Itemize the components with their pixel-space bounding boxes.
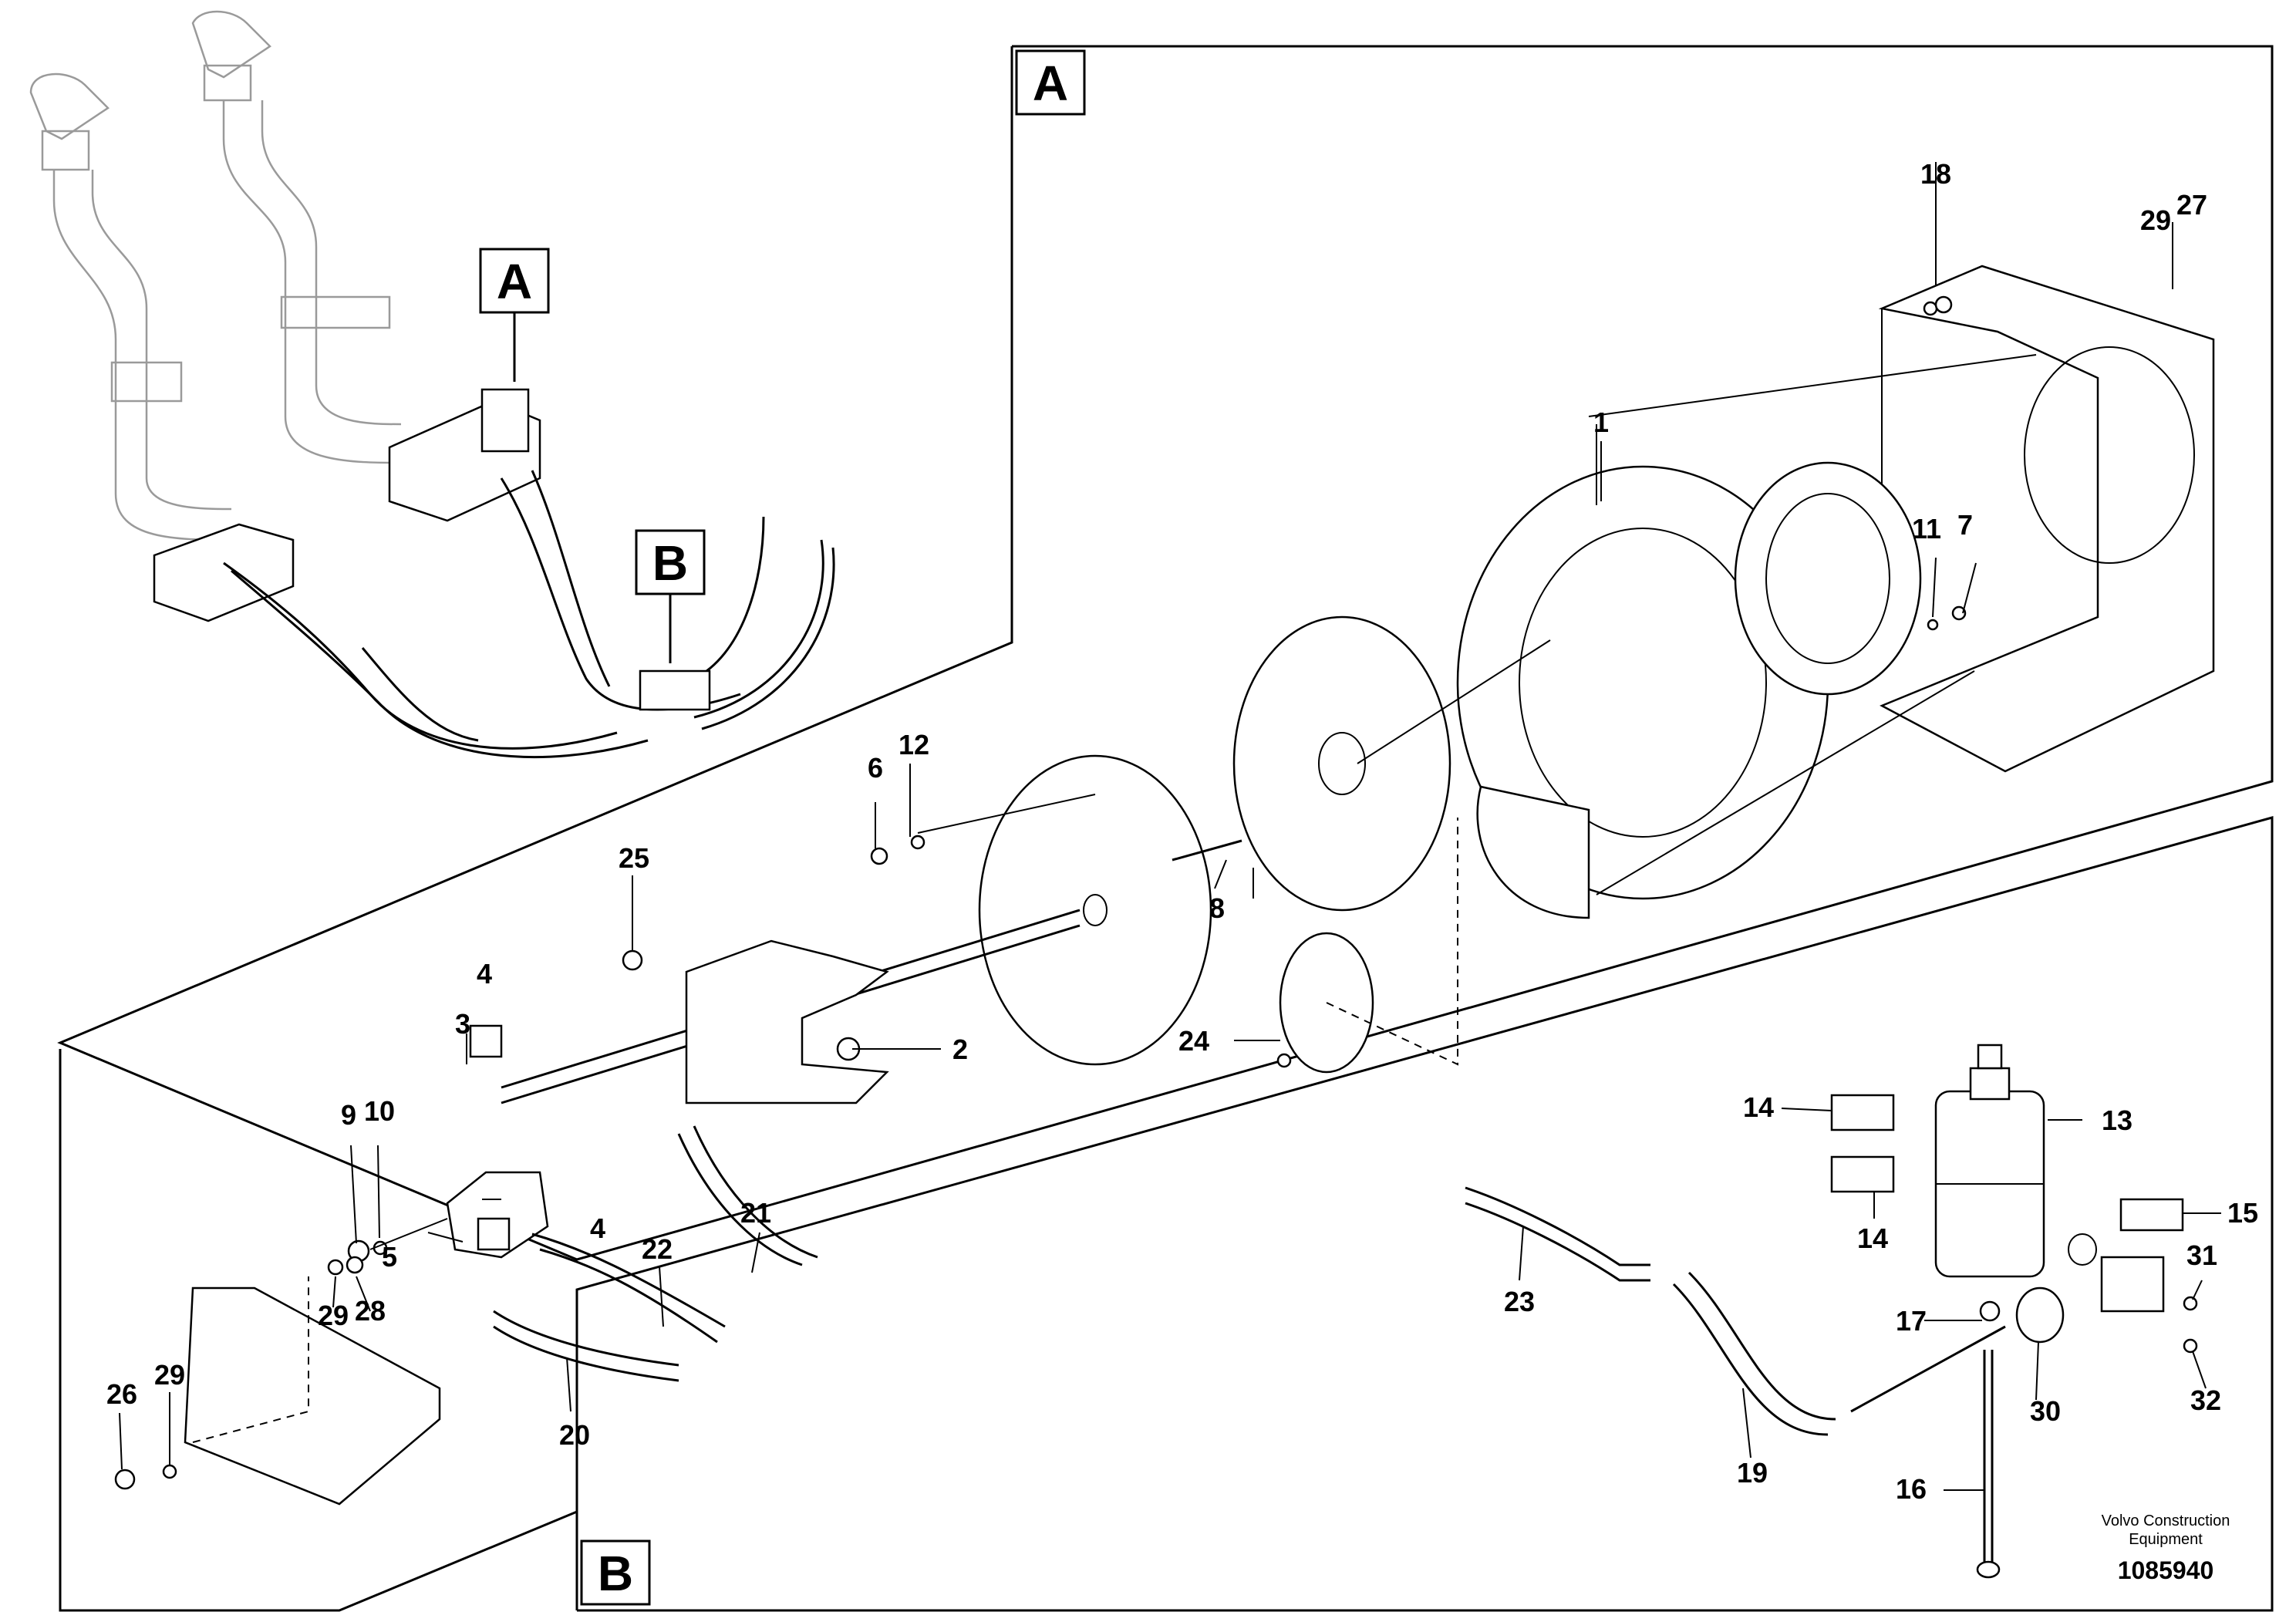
label-part-14-upper: 14 [1743, 1091, 1774, 1123]
label-part-29-mid: 29 [318, 1300, 349, 1331]
label-part-31: 31 [2186, 1239, 2217, 1271]
label-part-19: 19 [1737, 1457, 1768, 1489]
footer: Volvo Construction Equipment 1085940 [2102, 1512, 2230, 1584]
backing-plate [917, 754, 1212, 1066]
label-part-20: 20 [559, 1419, 590, 1451]
label-part-7: 7 [1957, 509, 1973, 541]
label-part-9: 9 [341, 1099, 356, 1131]
label-part-26: 26 [106, 1378, 137, 1410]
label-part-32: 32 [2190, 1384, 2221, 1416]
panel-b-border [59, 816, 2274, 1612]
label-part-2: 2 [952, 1034, 968, 1065]
label-part-4-upper: 4 [477, 958, 492, 990]
label-part-29-top: 29 [2140, 204, 2171, 236]
label-part-10: 10 [364, 1095, 395, 1127]
label-part-1: 1 [1593, 406, 1609, 438]
overview-callout-a: A [479, 248, 550, 382]
label-part-18: 18 [1920, 158, 1951, 190]
label-part-24: 24 [1178, 1025, 1209, 1057]
blower-housing-cover [1878, 162, 2215, 773]
shaft-pin [1172, 839, 1254, 899]
tie-rod [1976, 1350, 2001, 1579]
inspection-cover [1279, 818, 1458, 1074]
callout-box-a: A [1015, 49, 1086, 116]
hydraulic-motor [347, 1024, 549, 1263]
label-part-16: 16 [1896, 1473, 1927, 1505]
part-labels: 1 2 3 4 4 5 6 7 8 9 10 11 12 13 14 14 15… [106, 158, 2258, 1505]
leader-lines [119, 222, 2221, 1491]
label-part-21: 21 [740, 1197, 771, 1229]
label-part-25: 25 [619, 842, 649, 874]
label-part-15: 15 [2227, 1197, 2258, 1229]
mounting-bracket [685, 939, 889, 1104]
drawing-number: 1085940 [2118, 1556, 2214, 1584]
label-part-14-lower: 14 [1857, 1222, 1888, 1254]
overview-assembly: A B [29, 10, 835, 759]
label-part-3: 3 [455, 1008, 470, 1040]
label-part-13: 13 [2102, 1104, 2132, 1136]
panel-a-border [57, 45, 2274, 1261]
callout-b-label: B [598, 1546, 633, 1601]
label-part-28: 28 [355, 1295, 386, 1327]
label-part-30: 30 [2030, 1395, 2061, 1427]
label-part-4-lower: 4 [590, 1212, 605, 1244]
label-part-8: 8 [1209, 892, 1225, 924]
callout-a-label: A [1033, 56, 1068, 111]
label-part-17: 17 [1896, 1305, 1927, 1337]
label-part-6: 6 [868, 752, 883, 784]
label-part-5: 5 [382, 1241, 397, 1273]
cover-plate [184, 1276, 441, 1506]
hoses-panel-a [493, 1125, 818, 1382]
overview-callout-b-label: B [652, 535, 688, 591]
label-part-27: 27 [2176, 189, 2207, 221]
hydraulic-pump [1934, 1044, 2045, 1278]
callout-box-b: B [580, 1539, 651, 1606]
pump-fittings [1830, 1094, 2198, 1354]
overview-callout-a-label: A [497, 254, 532, 309]
fasteners-panel-a [114, 295, 1967, 1490]
label-part-12: 12 [899, 729, 929, 760]
label-part-29-bottom: 29 [154, 1359, 185, 1391]
company-line-2: Equipment [2129, 1531, 2203, 1548]
company-line-1: Volvo Construction [2102, 1512, 2230, 1529]
label-part-23: 23 [1504, 1286, 1535, 1317]
label-part-11: 11 [1912, 513, 1941, 545]
label-part-22: 22 [642, 1233, 673, 1265]
overview-callout-b: B [635, 529, 706, 663]
blower-motor-housing [1456, 354, 2037, 919]
hoses-panel-b [1465, 1186, 2006, 1436]
fan-impeller [1232, 615, 1551, 912]
